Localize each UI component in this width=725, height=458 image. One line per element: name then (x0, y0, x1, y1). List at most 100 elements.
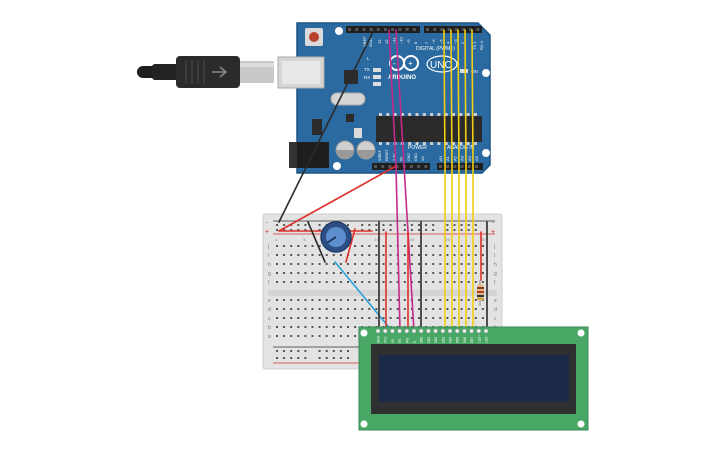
breadboard-hole[interactable] (332, 272, 335, 274)
breadboard-hole[interactable] (375, 317, 378, 319)
breadboard-hole[interactable] (368, 299, 371, 301)
breadboard-hole[interactable] (474, 229, 477, 231)
breadboard-hole[interactable] (425, 229, 428, 231)
breadboard-hole[interactable] (332, 350, 335, 352)
breadboard-hole[interactable] (297, 326, 300, 328)
breadboard-hole[interactable] (283, 357, 286, 359)
breadboard-hole[interactable] (347, 326, 349, 328)
breadboard-hole[interactable] (318, 272, 321, 274)
breadboard-hole[interactable] (361, 229, 364, 231)
breadboard-hole[interactable] (297, 263, 300, 265)
breadboard-hole[interactable] (318, 281, 321, 283)
breadboard-hole[interactable] (297, 335, 300, 337)
breadboard-hole[interactable] (418, 281, 420, 283)
breadboard-hole[interactable] (290, 326, 293, 328)
analog-header[interactable] (437, 163, 483, 170)
breadboard-hole[interactable] (396, 299, 399, 301)
lcd-pin[interactable] (462, 328, 467, 334)
breadboard-hole[interactable] (311, 317, 314, 319)
breadboard-hole[interactable] (432, 229, 435, 231)
lcd-pin[interactable] (411, 328, 417, 334)
breadboard-hole[interactable] (446, 317, 449, 319)
breadboard-hole[interactable] (368, 224, 371, 226)
breadboard-hole[interactable] (481, 317, 484, 319)
header-pin[interactable] (475, 165, 478, 168)
breadboard-hole[interactable] (361, 272, 364, 274)
breadboard-hole[interactable] (276, 281, 278, 283)
lcd-pin[interactable] (433, 328, 438, 334)
breadboard-hole[interactable] (453, 308, 456, 310)
breadboard-hole[interactable] (283, 254, 286, 256)
breadboard-hole[interactable] (389, 263, 392, 265)
breadboard-hole[interactable] (339, 357, 342, 359)
breadboard-hole[interactable] (403, 263, 406, 265)
breadboard-hole[interactable] (290, 335, 293, 337)
breadboard-hole[interactable] (325, 254, 328, 256)
breadboard-hole[interactable] (297, 272, 300, 274)
breadboard-hole[interactable] (304, 229, 307, 231)
breadboard-hole[interactable] (481, 308, 484, 310)
power-header[interactable] (372, 163, 430, 170)
breadboard-hole[interactable] (297, 245, 300, 247)
header-pin[interactable] (391, 28, 395, 31)
breadboard-hole[interactable] (446, 299, 449, 301)
breadboard-hole[interactable] (332, 357, 335, 359)
breadboard-hole[interactable] (425, 299, 428, 301)
breadboard-hole[interactable] (460, 229, 463, 231)
breadboard-hole[interactable] (304, 254, 307, 256)
breadboard-hole[interactable] (347, 224, 349, 226)
breadboard-hole[interactable] (453, 254, 456, 256)
breadboard-hole[interactable] (290, 272, 293, 274)
breadboard-hole[interactable] (389, 299, 392, 301)
breadboard-hole[interactable] (325, 326, 328, 328)
breadboard-hole[interactable] (304, 224, 307, 226)
breadboard-hole[interactable] (283, 229, 286, 231)
breadboard-hole[interactable] (410, 272, 413, 274)
breadboard-hole[interactable] (403, 224, 406, 226)
breadboard-hole[interactable] (283, 308, 286, 310)
breadboard-hole[interactable] (439, 272, 442, 274)
breadboard-hole[interactable] (318, 335, 321, 337)
breadboard-hole[interactable] (297, 357, 300, 359)
header-pin[interactable] (374, 165, 377, 168)
breadboard-hole[interactable] (467, 317, 470, 319)
breadboard-hole[interactable] (410, 317, 413, 319)
breadboard-hole[interactable] (460, 299, 463, 301)
breadboard-hole[interactable] (474, 263, 477, 265)
breadboard-hole[interactable] (290, 254, 293, 256)
breadboard-hole[interactable] (347, 335, 349, 337)
breadboard-hole[interactable] (375, 272, 378, 274)
breadboard-hole[interactable] (325, 350, 328, 352)
breadboard-hole[interactable] (290, 317, 293, 319)
breadboard-hole[interactable] (332, 281, 335, 283)
breadboard-hole[interactable] (389, 308, 392, 310)
breadboard-hole[interactable] (439, 317, 442, 319)
header-pin[interactable] (453, 165, 457, 168)
breadboard-hole[interactable] (467, 308, 470, 310)
header-pin[interactable] (362, 28, 366, 31)
breadboard-hole[interactable] (347, 357, 349, 359)
breadboard-hole[interactable] (410, 229, 413, 231)
breadboard-hole[interactable] (304, 350, 307, 352)
breadboard-hole[interactable] (382, 254, 385, 256)
breadboard-hole[interactable] (325, 299, 328, 301)
breadboard-hole[interactable] (290, 263, 293, 265)
breadboard-hole[interactable] (361, 317, 364, 319)
breadboard-hole[interactable] (304, 263, 307, 265)
breadboard-hole[interactable] (318, 224, 321, 226)
breadboard-hole[interactable] (389, 224, 392, 226)
breadboard-hole[interactable] (418, 299, 420, 301)
breadboard-hole[interactable] (453, 272, 456, 274)
breadboard-hole[interactable] (410, 254, 413, 256)
breadboard-hole[interactable] (396, 317, 399, 319)
breadboard-hole[interactable] (318, 245, 321, 247)
breadboard-hole[interactable] (311, 299, 314, 301)
breadboard-hole[interactable] (339, 254, 342, 256)
breadboard-hole[interactable] (332, 299, 335, 301)
breadboard-hole[interactable] (375, 281, 378, 283)
header-pin[interactable] (388, 165, 392, 168)
breadboard-hole[interactable] (297, 299, 300, 301)
breadboard-hole[interactable] (382, 299, 385, 301)
breadboard-hole[interactable] (339, 263, 342, 265)
